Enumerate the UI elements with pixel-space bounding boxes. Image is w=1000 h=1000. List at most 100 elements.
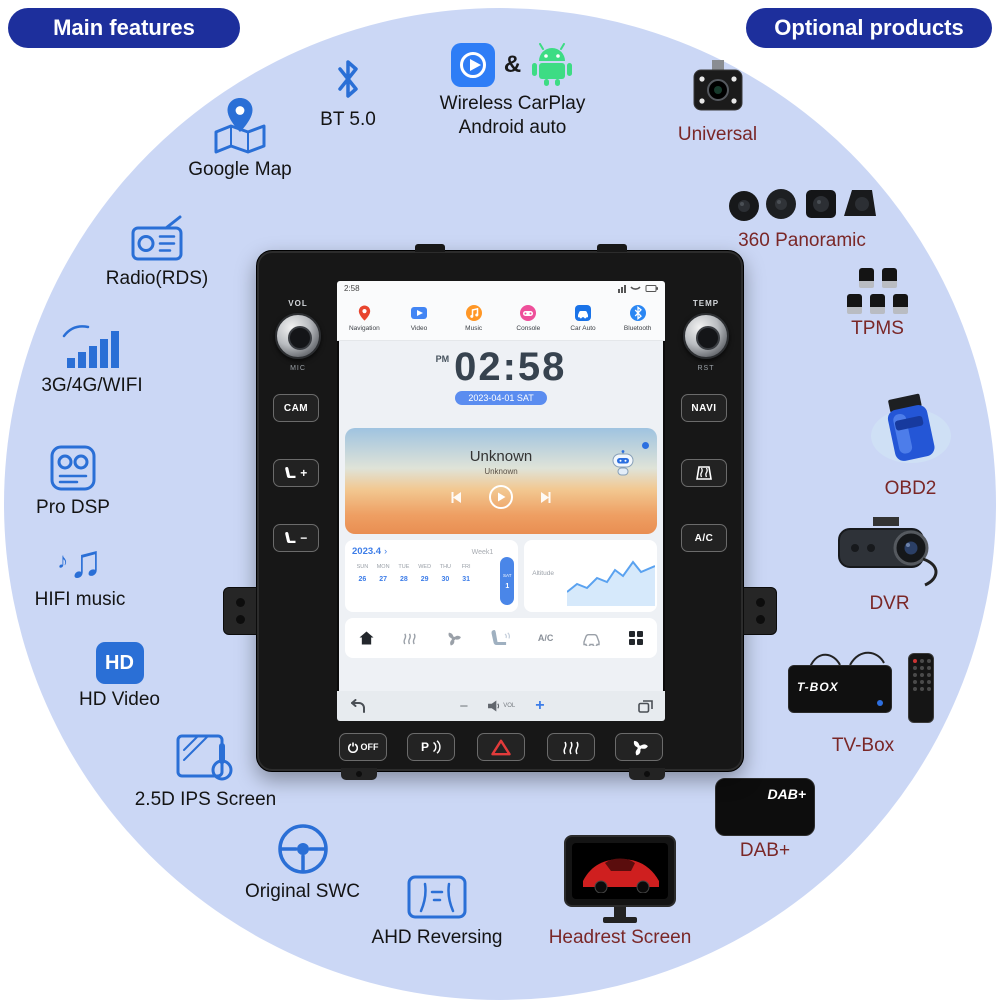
feature-label: BT 5.0 <box>320 109 376 130</box>
head-unit-screen: 2:58 Navigation Video <box>337 281 665 721</box>
hazard-button[interactable] <box>477 733 525 761</box>
product-headrest-screen: Headrest Screen <box>545 835 695 949</box>
feature-google-map: Google Map <box>170 96 310 181</box>
music-app-icon <box>465 304 482 321</box>
fan-button[interactable] <box>615 733 663 761</box>
car-mini-icon[interactable] <box>582 631 601 646</box>
steering-wheel-icon <box>276 822 330 876</box>
app-bluetooth[interactable]: Bluetooth <box>610 295 665 340</box>
product-label: DAB+ <box>739 840 791 861</box>
music-notes-icon: ♪♫ <box>57 535 103 587</box>
app-video[interactable]: Video <box>392 295 447 340</box>
volume-indicator[interactable]: VOL <box>488 700 515 712</box>
product-dab: DAB+ DAB+ <box>700 778 830 862</box>
product-label: OBD2 <box>884 478 937 499</box>
altitude-widget[interactable]: Altitude <box>524 540 657 612</box>
hazard-triangle-icon <box>491 739 511 755</box>
car-head-unit: VOL MIC CAM + − TEMP RST NAVI A/C <box>223 244 777 780</box>
temp-knob-label: TEMP <box>692 299 720 308</box>
back-icon[interactable] <box>349 699 366 713</box>
calendar-today-highlight: SAT 1 <box>500 557 515 605</box>
map-pin-icon <box>211 96 269 154</box>
volume-knob[interactable] <box>275 313 321 359</box>
feature-hd-video: HD HD Video <box>62 642 177 711</box>
feature-label: HD Video <box>79 689 160 710</box>
tv-box-image: T-BOX <box>788 645 938 731</box>
feature-label: Wireless CarPlay <box>439 93 586 114</box>
app-car-auto[interactable]: Car Auto <box>556 295 611 340</box>
seat-icon[interactable] <box>489 629 510 648</box>
product-obd2: OBD2 <box>853 390 968 500</box>
cam-button-label: CAM <box>283 402 309 414</box>
app-navigation[interactable]: Navigation <box>337 295 392 340</box>
feature-label: HIFI music <box>34 589 126 610</box>
temp-knob[interactable] <box>683 313 729 359</box>
blue-dot <box>642 442 649 449</box>
feature-hifi: ♪♫ HIFI music <box>20 538 140 611</box>
home-icon[interactable] <box>359 631 374 645</box>
feature-signal: 3G/4G/WIFI <box>32 322 152 397</box>
android-icon <box>529 43 575 87</box>
feature-label: Radio(RDS) <box>105 268 209 289</box>
app-music[interactable]: Music <box>446 295 501 340</box>
app-label: Console <box>516 324 541 332</box>
bluetooth-icon <box>328 54 368 104</box>
altitude-label: Altitude <box>532 570 554 577</box>
defrost-mini-icon[interactable] <box>402 631 417 645</box>
screen-nav-bar: − VOL + <box>337 691 665 721</box>
feature-radio: Radio(RDS) <box>92 215 222 290</box>
previous-track-icon[interactable] <box>450 491 463 504</box>
calendar-week: Week1 <box>471 549 494 556</box>
hd-icon: HD <box>95 642 144 684</box>
dsp-icon <box>49 444 97 492</box>
product-label: Universal <box>677 124 758 145</box>
panoramic-cameras-image <box>726 182 878 226</box>
dab-logo: DAB+ <box>767 786 806 802</box>
product-360-panoramic: 360 Panoramic <box>718 182 886 252</box>
navi-button[interactable]: NAVI <box>681 394 727 422</box>
app-console[interactable]: Console <box>501 295 556 340</box>
power-off-button[interactable]: OFF <box>339 733 387 761</box>
apps-grid-icon[interactable] <box>628 631 643 645</box>
volume-down-button[interactable]: − <box>459 697 469 715</box>
seat-icon <box>285 467 296 478</box>
ac-button[interactable]: A/C <box>681 524 727 552</box>
screenshot-icon[interactable] <box>638 699 653 713</box>
top-tab <box>597 244 627 252</box>
obd2-dongle-image <box>864 390 958 474</box>
feature-carplay-android: & Wireless CarPlay Android auto <box>425 42 600 139</box>
volume-up-button[interactable]: + <box>535 697 545 714</box>
feature-bluetooth: BT 5.0 <box>298 54 398 131</box>
ac-mini-label[interactable]: A/C <box>537 633 554 643</box>
product-label: 360 Panoramic <box>738 230 866 251</box>
defrost-icon <box>696 466 712 480</box>
altitude-chart <box>567 560 655 606</box>
status-bar: 2:58 <box>337 281 665 295</box>
chevron-right-icon[interactable]: › <box>384 546 388 556</box>
vol-label: VOL <box>503 703 516 709</box>
play-button[interactable] <box>489 485 513 509</box>
product-dvr: DVR <box>822 515 957 615</box>
status-time: 2:58 <box>344 283 360 293</box>
feature-ips-screen: 2.5D IPS Screen <box>128 728 283 811</box>
seat-heat-minus-button[interactable]: − <box>273 524 319 552</box>
cam-button[interactable]: CAM <box>273 394 319 422</box>
music-player-card[interactable]: Unknown Unknown <box>345 428 657 534</box>
rear-defrost-button[interactable] <box>547 733 595 761</box>
parking-button[interactable]: P <box>407 733 455 761</box>
feature-swc: Original SWC <box>235 822 370 903</box>
next-track-icon[interactable] <box>539 491 552 504</box>
defrost-button[interactable] <box>681 459 727 487</box>
calendar-month: 2023.4 <box>352 546 382 557</box>
main-features-label: Main features <box>53 15 195 40</box>
fan-mini-icon[interactable] <box>446 631 461 646</box>
seat-heat-plus-button[interactable]: + <box>273 459 319 487</box>
ampersand: & <box>503 51 522 78</box>
park-waves-icon <box>433 740 441 754</box>
robot-mascot <box>612 450 634 476</box>
speaker-icon <box>488 700 500 712</box>
